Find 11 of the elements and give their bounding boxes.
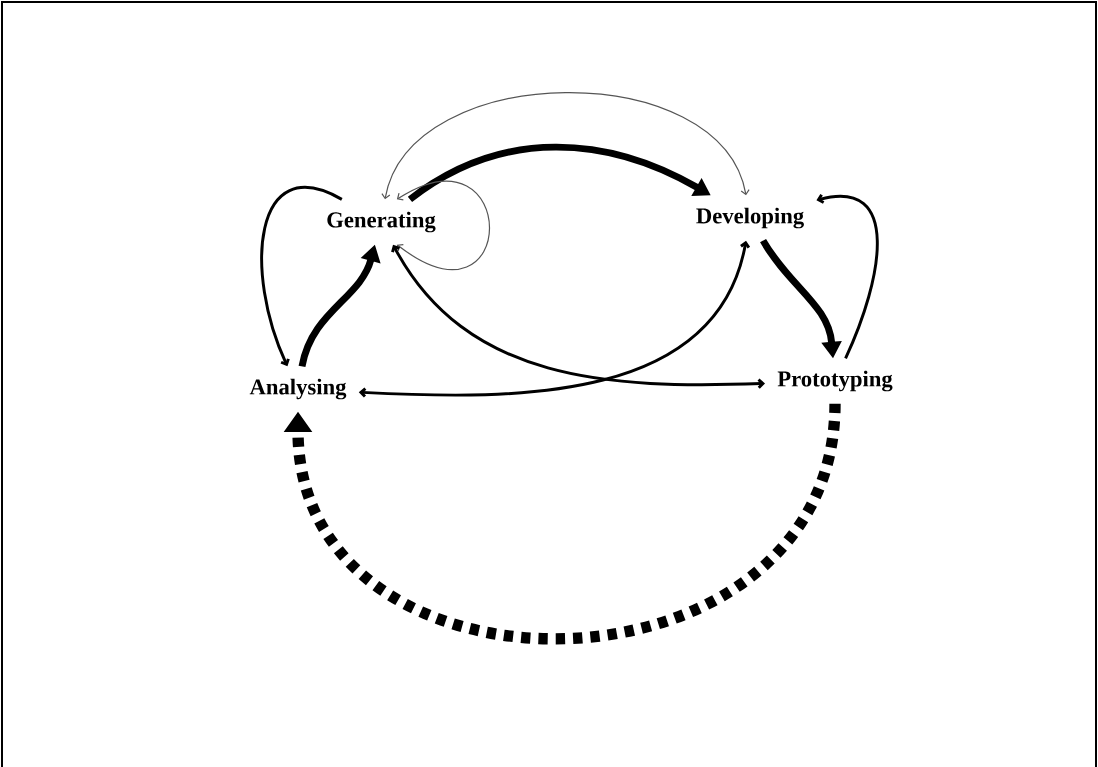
arrow bbox=[358, 240, 751, 398]
arrow bbox=[381, 92, 750, 200]
stage-label: Prototyping bbox=[777, 370, 893, 392]
stage-label: Analysing bbox=[249, 378, 347, 400]
stage-label: Developing bbox=[696, 207, 804, 229]
arrow bbox=[391, 244, 766, 389]
arrow bbox=[283, 402, 841, 645]
arrow bbox=[396, 180, 491, 270]
arrow bbox=[816, 193, 879, 359]
arrow bbox=[260, 186, 343, 367]
stage-label: Generating bbox=[327, 211, 436, 233]
